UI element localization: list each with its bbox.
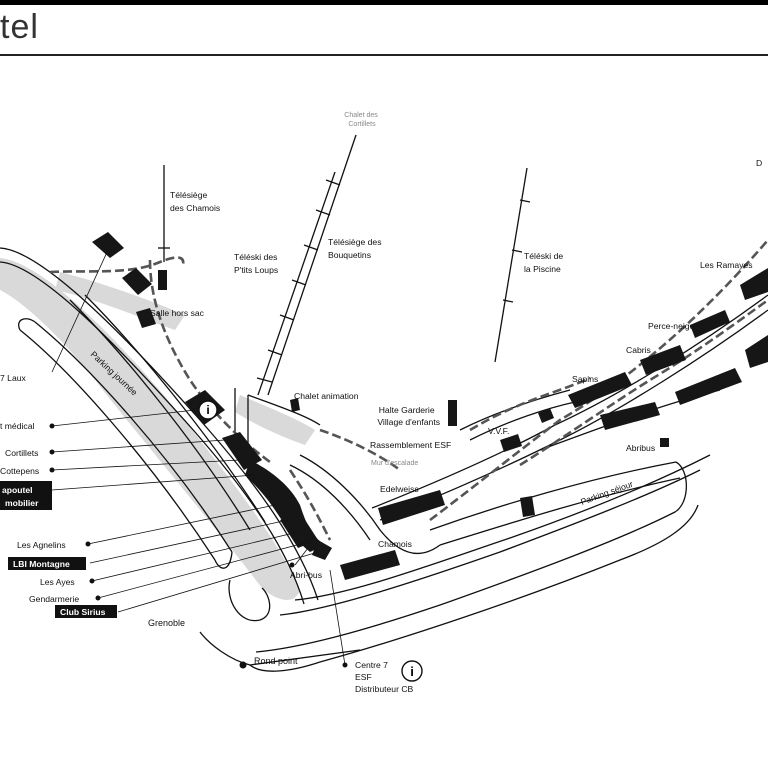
header-divider <box>0 54 768 56</box>
boxed-label-lbi-montagne: LBI Montagne <box>8 557 86 570</box>
resort-map: i i Chalet des Cortillets Télésiège des … <box>0 52 768 768</box>
label-les-ramayes: Les Ramayes <box>700 260 753 270</box>
label-abri-bus: Abri-bus <box>290 570 322 580</box>
info-icon-centre: i <box>401 660 423 682</box>
svg-text:i: i <box>410 664 414 679</box>
label-sapins: Sapins <box>572 374 598 384</box>
label-cabris: Cabris <box>626 345 651 355</box>
label-grenoble: Grenoble <box>148 618 185 628</box>
label-abribus-right: Abribus <box>626 443 655 453</box>
label-centre-esf: Centre 7 ESF Distributeur CB <box>355 660 414 694</box>
label-medical: t médical <box>0 421 34 431</box>
boxed-label-chapoutel: apoutel mobilier <box>0 481 52 510</box>
map-canvas: i i Chalet des Cortillets Télésiège des … <box>0 112 768 694</box>
label-rond-point: Rond point <box>254 656 298 666</box>
label-teleski-ptits-loups: Téléski des P'tits Loups <box>234 252 280 275</box>
svg-text:Club Sirius: Club Sirius <box>60 607 106 617</box>
label-rassemblement-esf: Rassemblement ESF <box>370 440 451 450</box>
label-salle-hors-sac: Salle hors sac <box>150 308 205 318</box>
ski-zone-center <box>235 395 315 445</box>
label-les-ayes: Les Ayes <box>40 577 75 587</box>
top-border <box>0 0 768 5</box>
ski-zone-left <box>0 258 300 600</box>
page-title: tel <box>0 8 39 46</box>
label-les-agnelins: Les Agnelins <box>17 540 66 550</box>
label-d-fragment: D <box>756 158 762 168</box>
label-halte-garderie: Halte Garderie Village d'enfants <box>377 405 440 427</box>
label-cottepens: Cottepens <box>0 466 39 476</box>
label-edelweiss: Edelweiss <box>380 484 419 494</box>
label-chalet-animation: Chalet animation <box>294 391 359 401</box>
label-perce-neige: Perce-neige <box>648 321 695 331</box>
footpaths <box>49 239 768 541</box>
svg-text:apoutel: apoutel <box>2 485 33 495</box>
svg-text:LBI Montagne: LBI Montagne <box>13 559 70 569</box>
label-mur-escalade: Mur d'escalade <box>371 460 418 467</box>
label-chamois: Chamois <box>378 539 412 549</box>
label-gendarmerie: Gendarmerie <box>29 594 79 604</box>
page-header: tel <box>0 5 768 56</box>
label-telesiege-chamois: Télésiège des Chamois <box>170 190 220 213</box>
ski-lifts <box>158 134 531 396</box>
svg-text:i: i <box>206 403 209 417</box>
boxed-label-club-sirius: Club Sirius <box>55 605 117 618</box>
svg-text:mobilier: mobilier <box>5 498 39 508</box>
info-icon-center: i <box>198 400 218 420</box>
leader-lines <box>49 249 348 669</box>
road-network <box>0 247 768 672</box>
label-cortillets: Cortillets <box>5 448 38 458</box>
label-teleski-piscine: Téléski de la Piscine <box>524 251 566 274</box>
label-vvf: V.V.F. <box>488 426 509 436</box>
label-chalet-cortillets: Chalet des Cortillets <box>344 112 379 128</box>
label-laux: 7 Laux <box>0 373 27 383</box>
label-telesiege-bouquetins: Télésiège des Bouquetins <box>328 237 384 260</box>
buildings <box>92 232 768 580</box>
